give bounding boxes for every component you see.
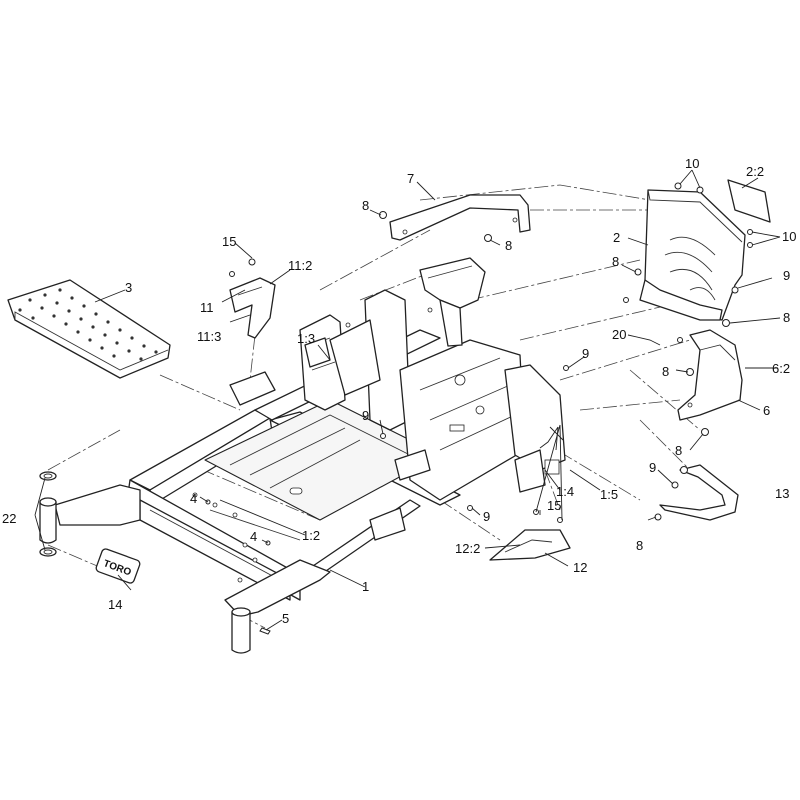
part-3-perforated-plate	[7, 279, 171, 379]
callout-15b: 15	[547, 498, 561, 513]
part-6-rear-shield	[677, 329, 743, 421]
callout-labels: 1 1:2 1:3 1:4 1:5 2 2:2 3 4 4 5 6 6:2 7 …	[2, 156, 796, 626]
part-13-rear-guard	[654, 464, 739, 521]
callout-8a: 8	[362, 198, 369, 213]
callout-1-4: 1:4	[556, 484, 574, 499]
callout-8e: 8	[662, 364, 669, 379]
callout-6: 6	[763, 403, 770, 418]
callout-5: 5	[282, 611, 289, 626]
callout-15a: 15	[222, 234, 236, 249]
callout-1-5: 1:5	[600, 487, 618, 502]
part-4-plates	[209, 509, 301, 541]
seat-bracket-upper	[419, 257, 486, 347]
callout-11-3: 11:3	[197, 329, 221, 344]
front-caster-tube	[231, 607, 271, 654]
phantom-lines	[47, 184, 701, 629]
callout-13: 13	[775, 486, 789, 501]
fasteners	[205, 182, 753, 546]
callout-8g: 8	[636, 538, 643, 553]
callout-7: 7	[407, 171, 414, 186]
part-12-plate	[489, 529, 571, 561]
part-2-2-decal	[727, 179, 771, 223]
callout-2: 2	[613, 230, 620, 245]
callout-2-2: 2:2	[746, 164, 764, 179]
callout-22: 22	[2, 511, 16, 526]
callout-1: 1	[362, 579, 369, 594]
part-14-logo-badge: TORO	[95, 548, 141, 584]
callout-11-2: 11:2	[288, 258, 312, 273]
callout-9a: 9	[362, 408, 369, 423]
part-1-main-frame	[54, 289, 566, 617]
callout-3: 3	[125, 280, 132, 295]
callout-8d: 8	[783, 310, 790, 325]
callout-9c: 9	[582, 346, 589, 361]
callout-14: 14	[108, 597, 122, 612]
callout-10b: 10	[782, 229, 796, 244]
callout-12-2: 12:2	[455, 541, 480, 556]
callout-4b: 4	[250, 529, 257, 544]
callout-11: 11	[200, 300, 214, 315]
callout-6-2: 6:2	[772, 361, 790, 376]
callout-1-2: 1:2	[302, 528, 320, 543]
callout-20: 20	[612, 327, 626, 342]
part-2-rear-plate	[639, 189, 746, 321]
callout-12: 12	[573, 560, 587, 575]
part-7-bracket	[389, 194, 531, 241]
callout-10a: 10	[685, 156, 699, 171]
callout-8c: 8	[612, 254, 619, 269]
callout-9b: 9	[483, 509, 490, 524]
callout-4a: 4	[190, 491, 197, 506]
callout-9e: 9	[649, 460, 656, 475]
leader-lines	[34, 169, 781, 631]
callout-8f: 8	[675, 443, 682, 458]
part-22-caster-bushings	[39, 471, 57, 557]
callout-1-3: 1:3	[297, 331, 315, 346]
part-11-bracket	[229, 258, 276, 339]
callout-8b: 8	[505, 238, 512, 253]
callout-9d: 9	[783, 268, 790, 283]
